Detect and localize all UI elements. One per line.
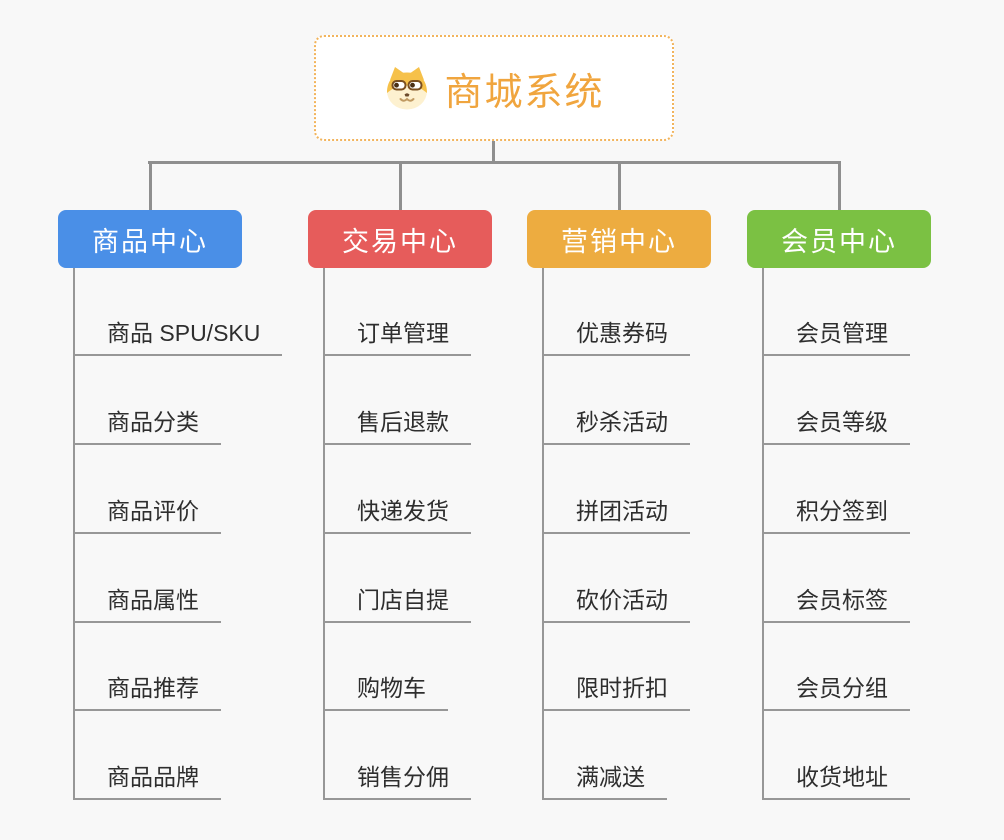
child-node[interactable]: 商品评价: [73, 488, 221, 534]
child-node[interactable]: 商品属性: [73, 577, 221, 623]
child-node[interactable]: 会员管理: [762, 310, 910, 356]
child-node[interactable]: 会员等级: [762, 399, 910, 445]
child-trunk-connector-trade-center: [323, 268, 325, 800]
branch-label: 交易中心: [342, 226, 458, 257]
child-node[interactable]: 商品推荐: [73, 665, 221, 711]
branch-label: 营销中心: [561, 226, 677, 257]
branch-drop-connector-marketing-center: [617, 161, 621, 210]
child-node[interactable]: 积分签到: [762, 488, 910, 534]
child-trunk-connector-product-center: [73, 268, 75, 800]
child-node[interactable]: 购物车: [323, 665, 448, 711]
child-node[interactable]: 收货地址: [762, 754, 910, 800]
child-node[interactable]: 售后退款: [323, 399, 471, 445]
child-node[interactable]: 满减送: [542, 754, 667, 800]
branch-drop-connector-product-center: [148, 161, 152, 210]
child-trunk-connector-member-center: [762, 268, 764, 800]
root-node[interactable]: 商城系统: [314, 35, 674, 141]
dog-face-icon: [387, 67, 428, 110]
child-node[interactable]: 快递发货: [323, 488, 471, 534]
branch-node-product-center[interactable]: 商品中心: [58, 210, 242, 268]
branch-drop-connector-member-center: [837, 161, 841, 210]
branch-bus-connector: [148, 161, 841, 164]
branch-node-trade-center[interactable]: 交易中心: [308, 210, 492, 268]
branch-label: 会员中心: [781, 226, 897, 257]
child-node[interactable]: 订单管理: [323, 310, 471, 356]
child-node[interactable]: 优惠券码: [542, 310, 690, 356]
root-title: 商城系统: [444, 71, 605, 114]
branch-label: 商品中心: [92, 226, 208, 257]
child-node[interactable]: 拼团活动: [542, 488, 690, 534]
child-trunk-connector-marketing-center: [542, 268, 544, 800]
child-node[interactable]: 商品 SPU/SKU: [73, 310, 283, 356]
child-node[interactable]: 门店自提: [323, 577, 471, 623]
branch-node-member-center[interactable]: 会员中心: [747, 210, 931, 268]
branch-drop-connector-trade-center: [398, 161, 402, 210]
child-node[interactable]: 商品分类: [73, 399, 221, 445]
branch-node-marketing-center[interactable]: 营销中心: [527, 210, 711, 268]
child-node[interactable]: 会员标签: [762, 577, 910, 623]
child-node[interactable]: 商品品牌: [73, 754, 221, 800]
child-node[interactable]: 限时折扣: [542, 665, 690, 711]
child-node[interactable]: 销售分佣: [323, 754, 471, 800]
child-node[interactable]: 会员分组: [762, 665, 910, 711]
child-node[interactable]: 砍价活动: [542, 577, 690, 623]
child-node[interactable]: 秒杀活动: [542, 399, 690, 445]
root-stem-connector: [492, 141, 495, 162]
